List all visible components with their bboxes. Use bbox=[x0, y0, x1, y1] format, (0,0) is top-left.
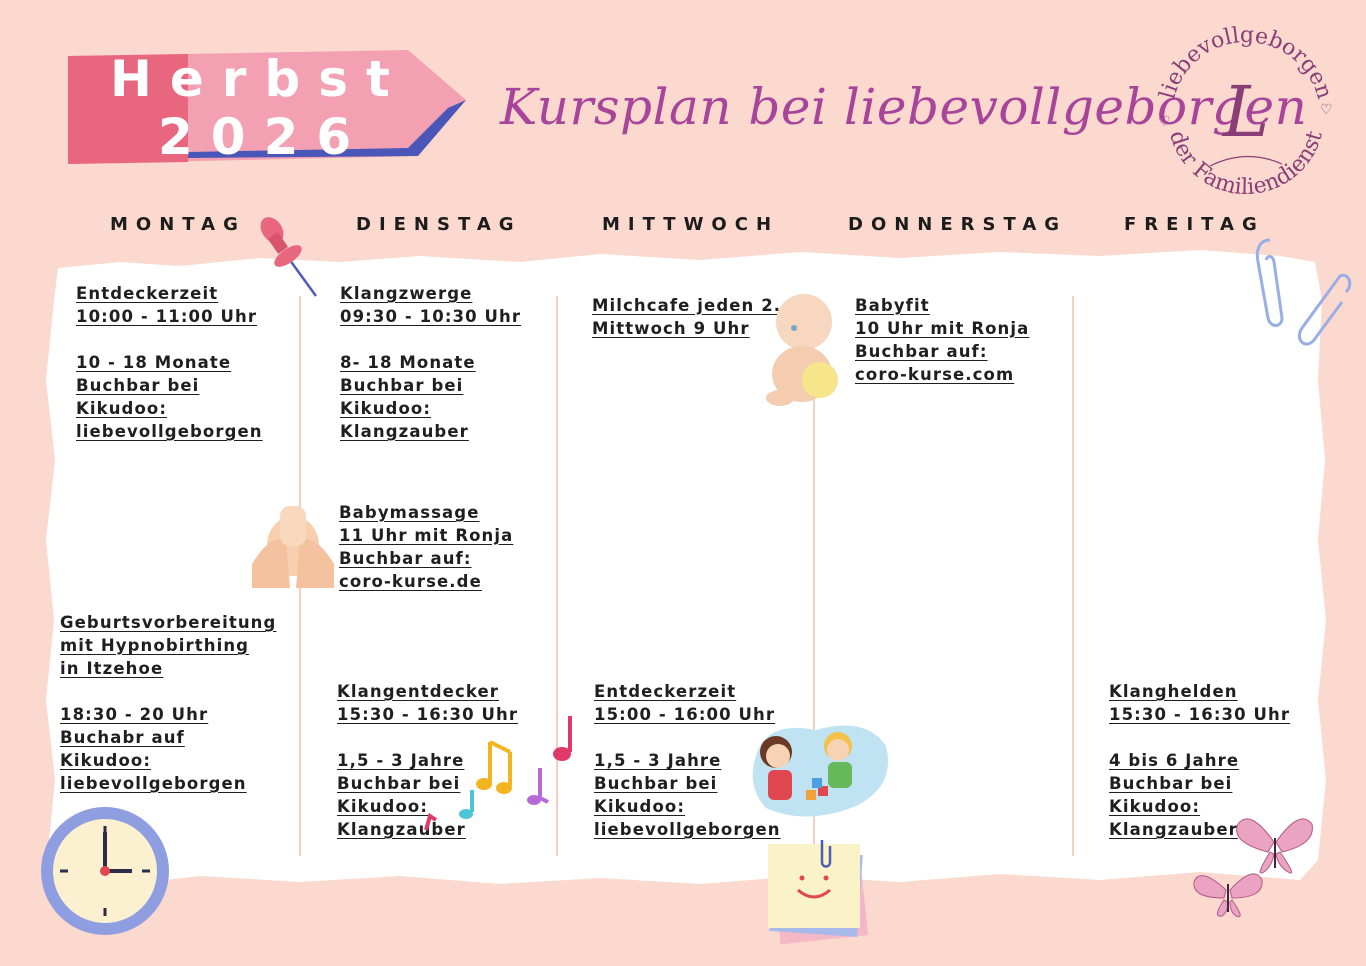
music-notes-illustration bbox=[424, 716, 572, 831]
course-line: Buchbar bei bbox=[340, 376, 464, 395]
day-header-friday: FREITAG bbox=[1124, 214, 1265, 235]
course-line: Klangzauber bbox=[1109, 820, 1238, 839]
course-monday-entdeckerzeit: Entdeckerzeit 10:00 - 11:00 Uhr 10 - 18 M… bbox=[76, 282, 263, 443]
course-wednesday-milchcafe: Milchcafe jeden 2. Mittwoch 9 Uhr bbox=[592, 294, 781, 340]
course-line: 1,5 - 3 Jahre bbox=[594, 751, 722, 770]
course-line: Klangzauber bbox=[337, 820, 466, 839]
course-line: Kikudoo: bbox=[60, 751, 152, 770]
course-line: liebevollgeborgen bbox=[60, 774, 247, 793]
course-line: Buchbar auf: bbox=[339, 549, 472, 568]
course-line: Buchbar bei bbox=[337, 774, 461, 793]
course-line bbox=[1109, 726, 1290, 749]
course-line: Kikudoo: bbox=[76, 399, 168, 418]
paperclip-icon bbox=[1255, 238, 1352, 346]
season-banner bbox=[68, 50, 466, 164]
day-header-thursday: DONNERSTAG bbox=[848, 214, 1068, 235]
course-line: 10 Uhr mit Ronja bbox=[855, 319, 1030, 338]
course-line: 11 Uhr mit Ronja bbox=[339, 526, 514, 545]
course-line: 8- 18 Monate bbox=[340, 353, 476, 372]
course-line: 1,5 - 3 Jahre bbox=[337, 751, 465, 770]
course-line: 09:30 - 10:30 Uhr bbox=[340, 307, 522, 326]
course-line: Kikudoo: bbox=[1109, 797, 1201, 816]
course-line: Kikudoo: bbox=[594, 797, 686, 816]
course-line: Mittwoch 9 Uhr bbox=[592, 319, 750, 338]
course-line: Entdeckerzeit bbox=[76, 284, 219, 303]
course-line bbox=[340, 328, 521, 351]
course-line: in Itzehoe bbox=[60, 659, 164, 678]
logo-initials: L bbox=[1221, 71, 1269, 153]
course-tuesday-klangentdecker: Klangentdecker 15:30 - 16:30 Uhr 1,5 - 3 J… bbox=[337, 680, 518, 841]
course-line: Buchbar bei bbox=[1109, 774, 1233, 793]
course-line: 18:30 - 20 Uhr bbox=[60, 705, 209, 724]
massage-hands-illustration bbox=[252, 506, 334, 588]
column-divider bbox=[1072, 296, 1074, 856]
svg-text:♡: ♡ bbox=[1158, 114, 1171, 130]
course-line: Klangzwerge bbox=[340, 284, 473, 303]
sticky-notes-illustration bbox=[768, 840, 869, 945]
course-line: Entdeckerzeit bbox=[594, 682, 737, 701]
course-line: Babyfit bbox=[855, 296, 930, 315]
day-header-monday: MONTAG bbox=[110, 214, 246, 235]
course-line: Milchcafe jeden 2. bbox=[592, 296, 782, 315]
course-line: Buchabr auf bbox=[60, 728, 185, 747]
course-line: Klanghelden bbox=[1109, 682, 1238, 701]
course-line: coro-kurse.com bbox=[855, 365, 1015, 384]
day-header-wednesday: MITTWOCH bbox=[602, 214, 780, 235]
course-line: 15:00 - 16:00 Uhr bbox=[594, 705, 776, 724]
course-line: coro-kurse.de bbox=[339, 572, 482, 591]
course-friday-klanghelden: Klanghelden 15:30 - 16:30 Uhr 4 bis 6 Jahr… bbox=[1109, 680, 1290, 841]
pushpin-icon bbox=[260, 217, 318, 297]
course-line: Klangentdecker bbox=[337, 682, 499, 701]
course-line: liebevollgeborgen bbox=[594, 820, 781, 839]
clock-illustration bbox=[41, 807, 169, 935]
course-line: liebevollgeborgen bbox=[76, 422, 263, 441]
butterflies-illustration bbox=[1193, 818, 1313, 918]
course-line: 10:00 - 11:00 Uhr bbox=[76, 307, 258, 326]
course-line: Klangzauber bbox=[340, 422, 469, 441]
course-monday-geburtsvorbereitung: Geburtsvorbereitung mit Hypnobirthing in I… bbox=[60, 611, 276, 795]
course-line bbox=[60, 680, 276, 703]
page-title: Kursplan bei liebevollgeborgen bbox=[500, 78, 1308, 136]
course-line: Buchbar bei bbox=[594, 774, 718, 793]
course-line: Kikudoo: bbox=[337, 797, 429, 816]
course-line: Babymassage bbox=[339, 503, 480, 522]
course-line bbox=[76, 328, 263, 351]
course-wednesday-entdeckerzeit: Entdeckerzeit 15:00 - 16:00 Uhr 1,5 - 3 J… bbox=[594, 680, 781, 841]
course-line: Buchbar auf: bbox=[855, 342, 988, 361]
svg-text:♡: ♡ bbox=[1320, 102, 1333, 118]
day-header-tuesday: DIENSTAG bbox=[356, 214, 522, 235]
column-divider bbox=[556, 296, 558, 856]
banner-year: 2026 bbox=[158, 108, 370, 166]
course-tuesday-klangzwerge: Klangzwerge 09:30 - 10:30 Uhr 8- 18 Monate… bbox=[340, 282, 521, 443]
course-line: Kikudoo: bbox=[340, 399, 432, 418]
course-line: 4 bis 6 Jahre bbox=[1109, 751, 1240, 770]
children-playing-illustration bbox=[752, 725, 888, 817]
logo-seal: liebevollgeborgen der Familiendienst L ♡… bbox=[1155, 23, 1336, 200]
course-line: Buchbar bei bbox=[76, 376, 200, 395]
course-line: Geburtsvorbereitung bbox=[60, 613, 277, 632]
course-line: 10 - 18 Monate bbox=[76, 353, 232, 372]
baby-illustration bbox=[766, 294, 838, 406]
banner-season: Herbst bbox=[110, 50, 408, 108]
column-divider bbox=[813, 296, 815, 856]
course-line: 15:30 - 16:30 Uhr bbox=[1109, 705, 1291, 724]
course-line: 15:30 - 16:30 Uhr bbox=[337, 705, 519, 724]
course-line: mit Hypnobirthing bbox=[60, 636, 250, 655]
